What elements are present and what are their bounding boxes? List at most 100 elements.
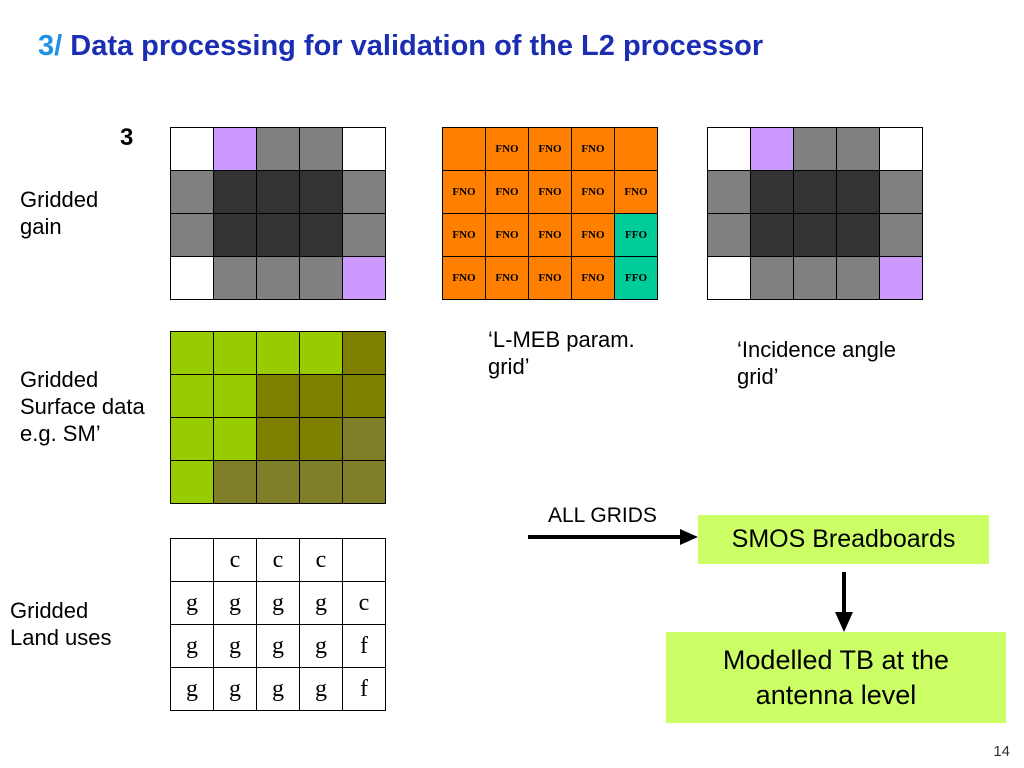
lmeb-grid-cell: FNO (572, 171, 615, 214)
title-text: Data processing for validation of the L2… (70, 30, 764, 62)
incidence-grid-cell (751, 214, 794, 257)
lmeb-grid-cell (615, 128, 658, 171)
gain-grid-cell (257, 171, 300, 214)
surface-grid-cell (257, 461, 300, 504)
lmeb-grid-cell: FNO (529, 128, 572, 171)
gain-grid-cell (257, 214, 300, 257)
incidence-grid-cell (708, 214, 751, 257)
label-gridded-surface: Gridded Surface data e.g. SM’ (20, 367, 145, 446)
landuse-grid-cell: g (171, 582, 214, 625)
landuse-grid-cell: g (171, 625, 214, 668)
gain-grid-cell (171, 214, 214, 257)
gain-grid-cell (300, 171, 343, 214)
surface-grid-cell (257, 332, 300, 375)
landuse-grid-cell: c (257, 539, 300, 582)
label-gridded-gain: Gridded gain (20, 187, 99, 239)
incidence-grid-cell (751, 257, 794, 300)
landuse-grid-cell: g (257, 625, 300, 668)
label-lmeb-grid: ‘L-MEB param. grid’ (488, 327, 635, 379)
surface-grid-cell (343, 418, 386, 461)
lmeb-grid-cell: FNO (529, 214, 572, 257)
incidence-grid-cell (751, 171, 794, 214)
label-incidence-grid: ‘Incidence angle grid’ (737, 337, 897, 389)
gain-grid-cell (171, 257, 214, 300)
incidence-grid-cell (708, 128, 751, 171)
incidence-grid (707, 127, 923, 300)
gain-grid-cell (171, 171, 214, 214)
incidence-grid-cell (794, 171, 837, 214)
gain-grid-cell (214, 257, 257, 300)
surface-grid-cell (171, 375, 214, 418)
page-number: 14 (993, 743, 1010, 760)
arrow-down-icon (835, 572, 853, 632)
lmeb-grid-cell: FNO (615, 171, 658, 214)
incidence-grid-cell (751, 128, 794, 171)
surface-grid-cell (343, 375, 386, 418)
lmeb-grid-cell: FNO (486, 128, 529, 171)
surface-grid-cell (257, 375, 300, 418)
lmeb-grid-cell: FFO (615, 257, 658, 300)
incidence-grid-cell (708, 171, 751, 214)
surface-grid-cell (300, 332, 343, 375)
surface-grid-cell (171, 332, 214, 375)
lmeb-grid-cell: FNO (529, 257, 572, 300)
gain-grid-cell (300, 214, 343, 257)
landuse-grid-cell (343, 539, 386, 582)
landuse-grid-cell: c (214, 539, 257, 582)
landuse-grid-cell (171, 539, 214, 582)
gain-grid-cell (214, 128, 257, 171)
lmeb-grid-cell: FNO (572, 214, 615, 257)
lmeb-grid-cell: FNO (572, 128, 615, 171)
incidence-grid-cell (794, 257, 837, 300)
lmeb-grid-cell: FNO (486, 257, 529, 300)
surface-grid-cell (171, 418, 214, 461)
landuse-grid-cell: g (214, 625, 257, 668)
arrow-right-icon (528, 529, 698, 545)
incidence-grid-cell (837, 257, 880, 300)
landuse-grid-cell: g (214, 582, 257, 625)
gain-grid-cell (300, 257, 343, 300)
slide-title: 3/ Data processing for validation of the… (38, 30, 763, 63)
modelled-tb-label: Modelled TB at the antenna level (722, 644, 950, 710)
incidence-grid-cell (837, 171, 880, 214)
surface-grid-cell (171, 461, 214, 504)
incidence-grid-cell (794, 214, 837, 257)
gain-grid-cell (343, 214, 386, 257)
title-number: 3/ (38, 30, 63, 62)
surface-grid-cell (300, 461, 343, 504)
modelled-tb-box: Modelled TB at the antenna level (666, 632, 1006, 723)
lmeb-grid-cell: FNO (443, 257, 486, 300)
landuse-grid-cell: f (343, 625, 386, 668)
surface-grid-cell (214, 418, 257, 461)
gain-grid-cell (214, 214, 257, 257)
lmeb-grid-cell: FFO (615, 214, 658, 257)
landuse-grid-cell: g (257, 582, 300, 625)
lmeb-grid-cell (443, 128, 486, 171)
surface-grid (170, 331, 386, 504)
incidence-grid-cell (880, 257, 923, 300)
lmeb-grid-cell: FNO (486, 214, 529, 257)
gain-grid-cell (214, 171, 257, 214)
gain-grid (170, 127, 386, 300)
surface-grid-cell (300, 418, 343, 461)
gain-grid-cell (171, 128, 214, 171)
surface-grid-cell (214, 461, 257, 504)
landuse-grid-cell: c (343, 582, 386, 625)
smos-breadboards-box: SMOS Breadboards (698, 515, 989, 564)
smos-breadboards-label: SMOS Breadboards (731, 525, 956, 553)
step-number: 3 (120, 124, 134, 151)
landuse-grid-cell: g (257, 668, 300, 711)
gain-grid-cell (343, 257, 386, 300)
landuse-grid-cell: g (300, 582, 343, 625)
gain-grid-cell (257, 128, 300, 171)
all-grids-label: ALL GRIDS (548, 504, 657, 527)
incidence-grid-cell (880, 128, 923, 171)
gain-grid-cell (257, 257, 300, 300)
landuse-grid-cell: g (214, 668, 257, 711)
surface-grid-cell (214, 332, 257, 375)
lmeb-grid-cell: FNO (443, 214, 486, 257)
incidence-grid-cell (880, 171, 923, 214)
landuse-grid-cell: g (300, 668, 343, 711)
